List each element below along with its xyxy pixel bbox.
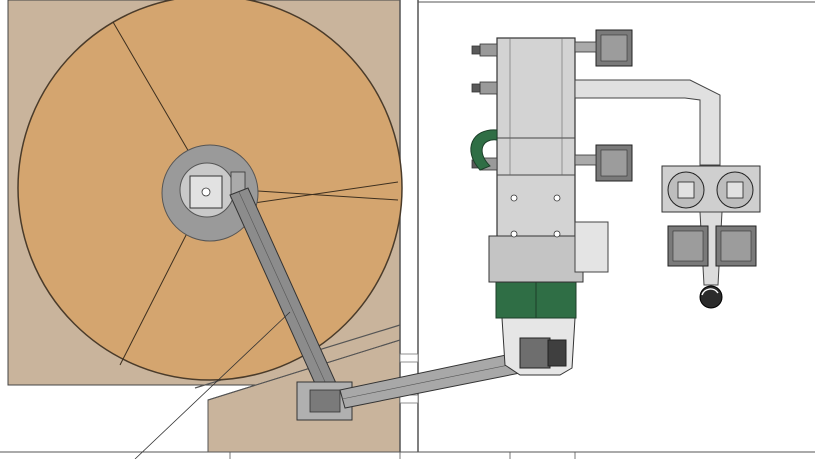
fitting-2 [471,45,481,55]
bolt-1 [510,194,518,202]
bolt-2 [553,194,561,202]
fitting-4 [471,83,481,93]
drive-motor-top-link [574,41,597,53]
auger-boot-inner [309,389,341,413]
side-panel-right [574,221,609,273]
housing-lower-section [488,235,584,283]
bolt-3 [510,230,518,238]
center-drive-shaft [201,187,211,197]
boot-motor [519,337,551,369]
discharge-outlet-highlight [701,288,719,296]
green-pipe [470,129,498,171]
rotary-unit-right-core [726,181,744,199]
fitting-3 [479,81,498,95]
rotary-motor-left-face [672,230,704,262]
rotary-unit-left-core [677,181,695,199]
rotary-motor-right-face [720,230,752,262]
transfer-conveyor-centerline [341,359,534,400]
drive-motor-top-face [600,34,628,62]
bolt-4 [553,230,561,238]
fitting-1 [479,43,498,57]
bin-sector-line-5 [239,181,399,206]
wall-line-diagonal-2 [207,339,401,401]
duct-pipe [574,79,721,166]
wall-stub-1 [399,353,419,363]
boot-motor-2 [547,339,567,367]
leader-line [134,311,291,459]
drive-motor-mid-link [574,154,597,166]
sweep-auger-centerline [238,191,332,396]
drive-motor-mid-face [600,149,628,177]
